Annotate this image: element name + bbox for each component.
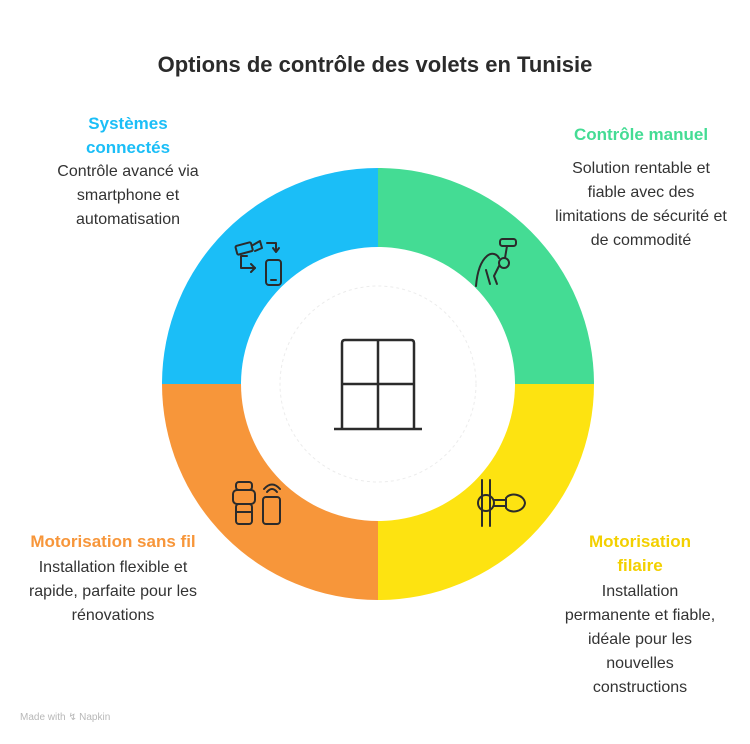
segment-manual [378, 168, 594, 384]
section-wired: Motorisation filaire Installation perman… [560, 530, 720, 700]
section-heading-manual: Contrôle manuel [573, 125, 709, 144]
made-with-label: Made with [20, 712, 66, 723]
napkin-brand-label: Napkin [79, 712, 111, 723]
smartphone-remote-icon [234, 240, 282, 286]
section-description-connected: Contrôle avancé via smartphone et automa… [57, 163, 199, 228]
segment-wired [378, 384, 594, 600]
section-connected: Systèmes connectés Contrôle avancé via s… [28, 112, 228, 232]
inner-dashed-circle [279, 285, 477, 483]
segment-wireless [162, 384, 378, 600]
section-heading-wireless: Motorisation sans fil [30, 532, 196, 551]
wired-switch-icon [477, 479, 526, 527]
section-description-manual: Solution rentable et fiable avec des lim… [555, 160, 727, 249]
section-heading-connected: Systèmes connectés [85, 114, 171, 157]
window-icon [334, 338, 422, 431]
section-wireless: Motorisation sans fil Installation flexi… [28, 530, 198, 628]
section-description-wireless: Installation flexible et rapide, parfait… [28, 559, 198, 624]
napkin-logo-icon: ↯ [68, 712, 77, 723]
made-with-napkin: Made with ↯ Napkin [20, 712, 110, 723]
section-manual: Contrôle manuel Solution rentable et fia… [555, 123, 727, 253]
wireless-motor-icon [232, 481, 281, 525]
segment-connected [162, 168, 378, 384]
manual-crank-icon [475, 238, 517, 287]
section-description-wired: Installation permanente et fiable, idéal… [564, 583, 716, 696]
section-heading-wired: Motorisation filaire [589, 532, 691, 575]
page-title: Options de contrôle des volets en Tunisi… [157, 52, 593, 77]
